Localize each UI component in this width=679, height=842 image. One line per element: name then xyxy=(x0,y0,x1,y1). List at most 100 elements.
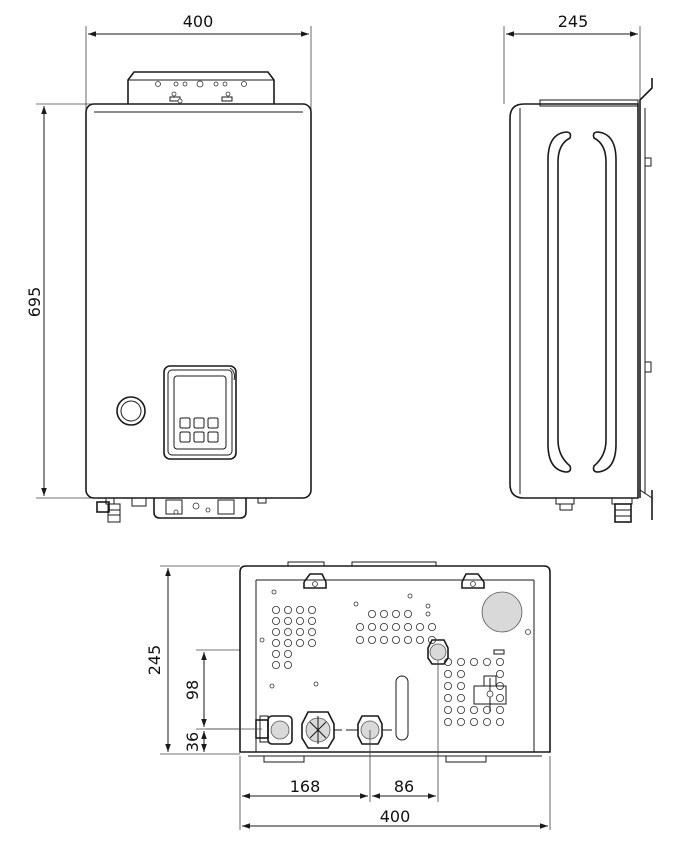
vent-hole xyxy=(425,603,431,609)
vent-hole xyxy=(379,623,388,632)
vent-hole xyxy=(271,606,280,615)
bottom-spacing-left-label: 168 xyxy=(290,777,321,796)
vent-hole xyxy=(415,623,424,632)
gas-connection xyxy=(427,639,449,665)
vent-hole xyxy=(283,617,292,626)
vent-hole xyxy=(495,670,504,679)
vent-hole xyxy=(391,623,400,632)
vent-hole xyxy=(469,718,478,727)
vent-hole xyxy=(456,682,465,691)
vent-hole xyxy=(407,593,413,599)
vent-hole xyxy=(271,628,280,637)
vent-hole xyxy=(283,650,292,659)
vent-hole xyxy=(355,636,364,645)
bottom-spacing-right-label: 86 xyxy=(394,777,414,796)
vent-hole xyxy=(307,606,316,615)
vent-hole xyxy=(271,639,280,648)
connection-center-large xyxy=(301,711,342,749)
vent-hole xyxy=(307,628,316,637)
vent-hole xyxy=(495,706,504,715)
bottom-depth-label: 245 xyxy=(145,645,164,676)
front-width-label: 400 xyxy=(183,12,214,31)
vent-hole xyxy=(367,636,376,645)
vent-hole xyxy=(269,683,275,689)
vent-hole xyxy=(283,606,292,615)
panel-key-4 xyxy=(179,431,191,443)
vent-hole xyxy=(283,639,292,648)
front-width-dimension: 400 xyxy=(85,12,312,110)
side-body xyxy=(509,103,639,499)
vent-hole xyxy=(295,639,304,648)
panel-key-5 xyxy=(193,431,205,443)
vent-hole xyxy=(443,682,452,691)
vent-hole xyxy=(482,706,491,715)
vent-hole xyxy=(456,706,465,715)
side-depth-dimension: 245 xyxy=(503,12,641,104)
panel-key-6 xyxy=(207,431,219,443)
vent-hole xyxy=(295,606,304,615)
control-panel xyxy=(163,365,237,460)
bottom-view: 245 98 36 xyxy=(145,561,551,830)
vent-hole xyxy=(367,623,376,632)
bottom-slot xyxy=(395,675,409,741)
vent-hole xyxy=(482,658,491,667)
front-view: 400 695 xyxy=(25,12,312,523)
side-handle-right xyxy=(592,131,617,473)
vent-hole xyxy=(283,628,292,637)
vent-hole xyxy=(259,637,265,643)
vent-hole xyxy=(367,610,376,619)
connection-left xyxy=(255,715,293,745)
bottom-width-label: 400 xyxy=(380,807,411,826)
vent-hole xyxy=(295,617,304,626)
vent-hole xyxy=(425,611,431,617)
vent-hole xyxy=(271,617,280,626)
vent-hole xyxy=(379,636,388,645)
vent-hole xyxy=(469,658,478,667)
vent-hole xyxy=(403,610,412,619)
vent-hole xyxy=(456,670,465,679)
vent-hole xyxy=(443,706,452,715)
bottom-spacing-dimensions: 168 86 xyxy=(239,660,551,830)
pressure-gauge xyxy=(116,396,146,426)
vent-hole xyxy=(469,706,478,715)
mounting-bracket xyxy=(127,71,275,104)
vent-hole xyxy=(443,670,452,679)
vent-hole xyxy=(313,681,319,687)
front-height-dimension: 695 xyxy=(25,103,120,499)
front-bottom-fittings xyxy=(96,497,267,523)
bottom-depth-dimension: 245 xyxy=(145,565,240,755)
bottom-fan-port xyxy=(481,591,531,635)
vent-hole xyxy=(355,623,364,632)
panel-key-3 xyxy=(207,417,219,429)
vent-hole xyxy=(427,623,436,632)
vent-hole xyxy=(271,589,277,595)
vent-hole xyxy=(415,636,424,645)
vent-hole xyxy=(443,718,452,727)
vent-hole xyxy=(403,623,412,632)
side-depth-label: 245 xyxy=(558,12,589,31)
front-height-label: 695 xyxy=(25,287,44,318)
front-body xyxy=(85,103,312,499)
vent-hole xyxy=(295,628,304,637)
bottom-width-dimension: 400 xyxy=(242,807,548,829)
side-view: 245 xyxy=(503,12,653,523)
side-bottom-fittings xyxy=(555,497,633,523)
vent-hole xyxy=(443,694,452,703)
vent-hole xyxy=(495,718,504,727)
vent-hole xyxy=(495,658,504,667)
vent-hole xyxy=(482,718,491,727)
vent-hole xyxy=(271,650,280,659)
vent-hole xyxy=(456,658,465,667)
bottom-offset-lower-label: 36 xyxy=(183,732,202,752)
vent-hole xyxy=(456,694,465,703)
vent-hole xyxy=(456,718,465,727)
vent-hole xyxy=(307,639,316,648)
vent-hole xyxy=(271,661,280,670)
vent-hole xyxy=(283,661,292,670)
bottom-right-valve xyxy=(473,649,507,712)
vent-hole xyxy=(391,636,400,645)
bottom-casing xyxy=(239,565,551,753)
vent-hole xyxy=(353,601,359,607)
vent-hole xyxy=(391,610,400,619)
